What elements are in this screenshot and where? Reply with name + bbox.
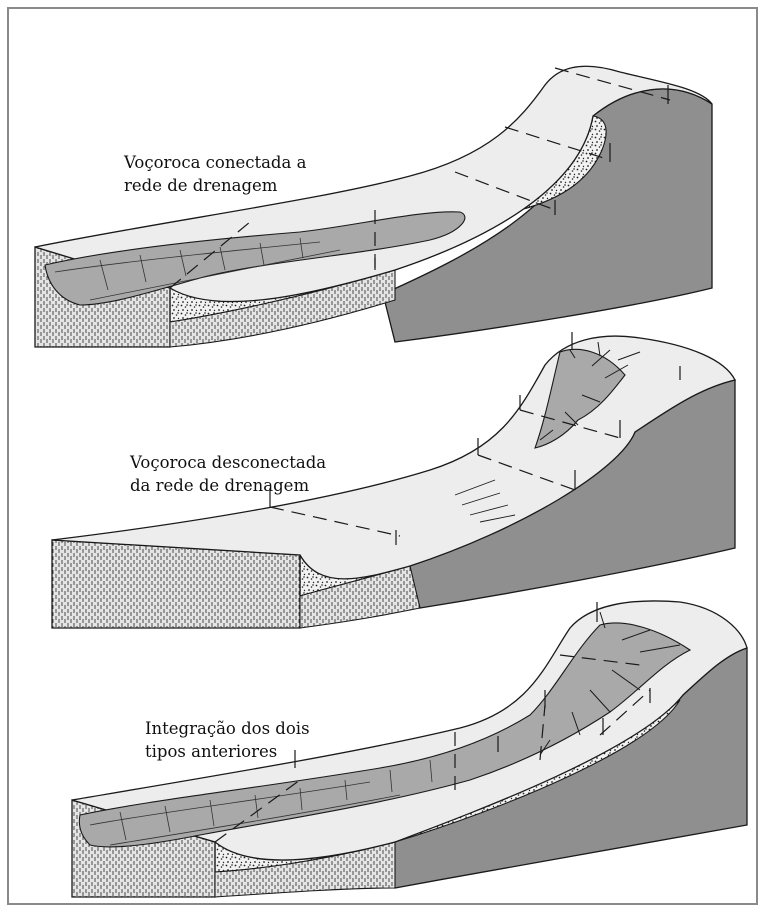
caption-disconnected-gully: Voçoroca desconectada da rede de drenage…	[130, 451, 326, 497]
caption-line: tipos anteriores	[145, 740, 310, 763]
caption-line: Integração dos dois	[145, 717, 310, 740]
caption-line: Voçoroca desconectada	[130, 451, 326, 474]
caption-line: rede de drenagem	[124, 174, 306, 197]
caption-integrated-gully: Integração dos dois tipos anteriores	[145, 717, 310, 763]
caption-connected-gully: Voçoroca conectada a rede de drenagem	[124, 151, 306, 197]
caption-line: Voçoroca conectada a	[124, 151, 306, 174]
diagram-connected-gully	[35, 66, 712, 347]
caption-line: da rede de drenagem	[130, 474, 326, 497]
